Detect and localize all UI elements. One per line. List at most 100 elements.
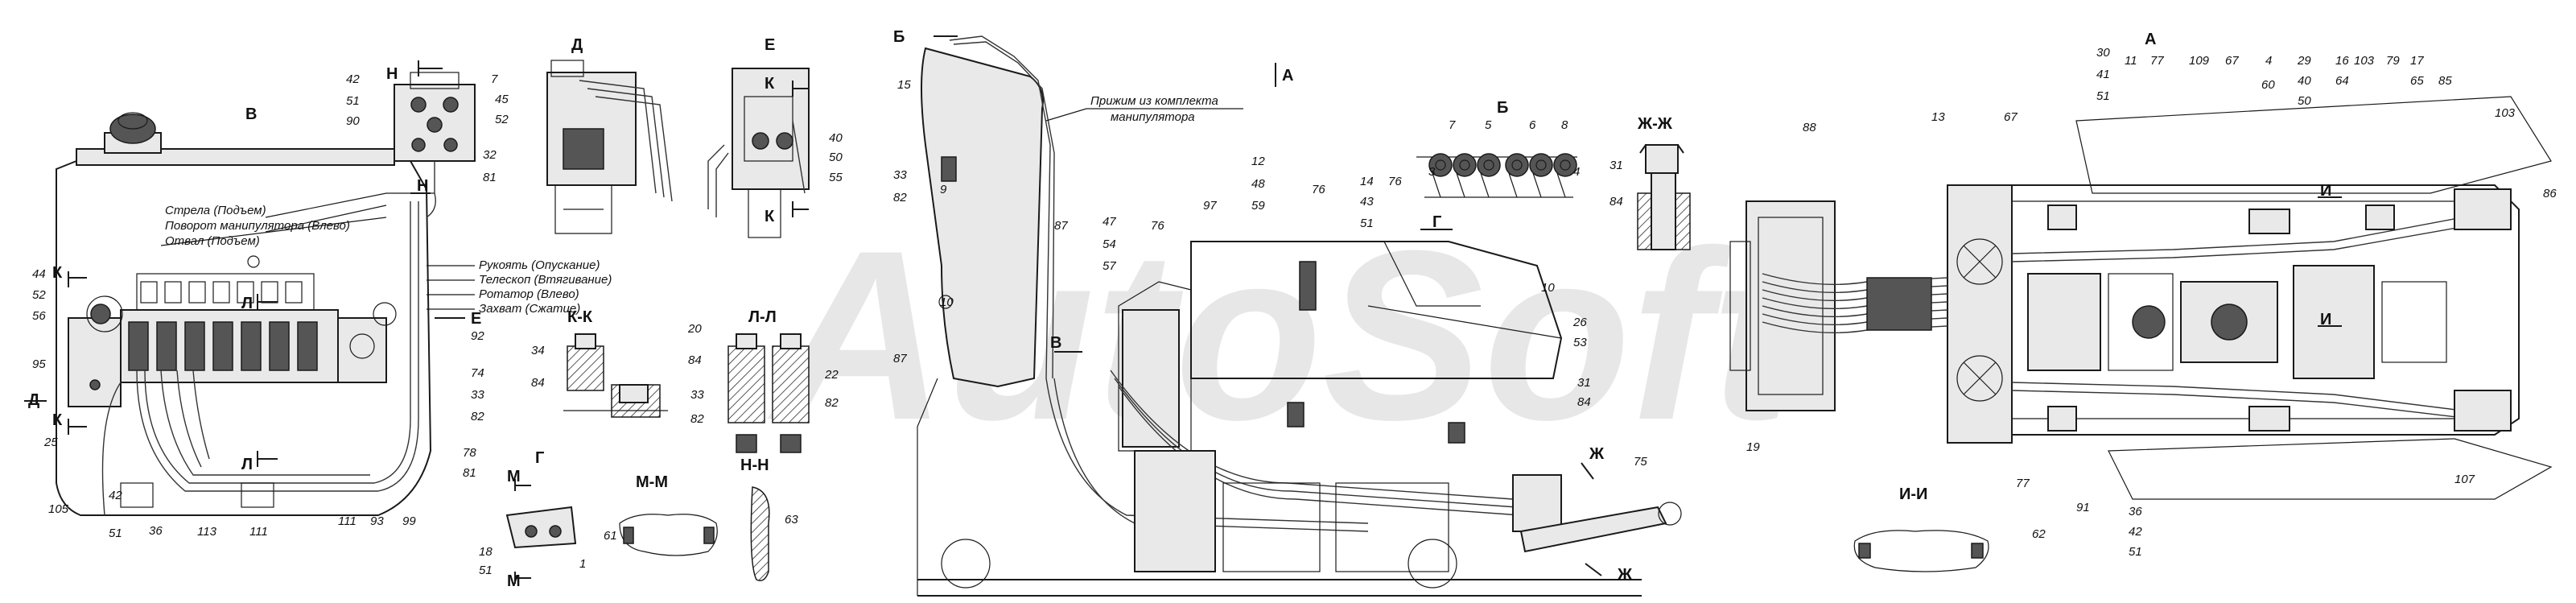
pos-label: 53	[1573, 336, 1587, 349]
pos-label: 30	[2096, 46, 2110, 60]
pos-label: 16	[2335, 54, 2349, 68]
pos-label: 42	[346, 72, 360, 86]
section-arrow-k: К	[52, 264, 63, 282]
pos-label: 87	[1054, 219, 1068, 233]
section-kk-label: К-К	[567, 308, 593, 326]
pos-label: 51	[1360, 217, 1374, 230]
pos-label: 92	[471, 329, 484, 343]
pos-label: 113	[197, 525, 217, 539]
view-arrow-e: Е	[471, 310, 481, 328]
pos-label: 3	[1428, 165, 1436, 179]
pos-label: 25	[43, 436, 58, 449]
section-ii: И-И	[1853, 485, 1989, 572]
pos-label: 60	[2261, 78, 2275, 92]
pos-label: 77	[2150, 54, 2164, 68]
function-label: Телескоп (Втягивание)	[479, 273, 612, 287]
pos-label: 14	[1360, 175, 1374, 188]
pos-label: 77	[2016, 477, 2030, 490]
pos-label: 51	[109, 527, 122, 540]
pos-label: 5	[1485, 118, 1492, 132]
view-g-small-label: Г	[535, 449, 544, 467]
view-e-label: Е	[765, 36, 775, 54]
view-v-top-unit: Н	[386, 60, 476, 218]
pos-label: 12	[1251, 155, 1265, 168]
pos-label: 50	[829, 151, 843, 164]
section-arrow-zh: Ж	[1589, 445, 1605, 463]
function-label: Рукоять (Опускание)	[479, 258, 600, 272]
pos-label: 10	[940, 295, 954, 309]
pos-label: 31	[1577, 376, 1591, 390]
pos-label: 17	[2410, 54, 2424, 68]
view-arrow-a: А	[1282, 67, 1293, 85]
pos-label: 63	[785, 513, 798, 527]
view-arrow-g: Г	[1432, 213, 1441, 231]
pos-label: 40	[2298, 74, 2311, 88]
section-arrow-k: К	[52, 411, 63, 429]
pos-label: 52	[495, 113, 509, 126]
pos-label: 84	[531, 376, 545, 390]
pos-label: 86	[2543, 187, 2557, 200]
pos-label: 31	[1609, 159, 1623, 172]
pos-label: 82	[893, 191, 907, 204]
pos-label: 19	[1746, 440, 1760, 454]
section-arrow-k: К	[765, 208, 775, 225]
view-v: В	[24, 105, 612, 516]
pos-label: 78	[463, 446, 476, 460]
pos-label: 65	[2410, 74, 2424, 88]
section-zhzh: Ж-Ж	[1637, 115, 1691, 250]
pos-label: 48	[1251, 177, 1265, 191]
pos-label: 64	[2335, 74, 2349, 88]
pos-label: 33	[471, 388, 484, 402]
view-v-label: В	[245, 105, 257, 123]
section-mm-label: М-М	[636, 473, 668, 491]
view-a: А	[1729, 31, 2553, 500]
pos-label: 97	[1203, 199, 1217, 213]
view-g-small: Г М М	[505, 449, 577, 590]
pos-label: 88	[1803, 121, 1816, 134]
pos-label: 111	[338, 514, 357, 528]
pos-label: 54	[1103, 237, 1116, 251]
pos-label: 79	[2386, 54, 2400, 68]
pos-label: 7	[1449, 118, 1456, 132]
view-d-label: Д	[571, 36, 583, 54]
pos-label: 51	[479, 564, 493, 577]
view-arrow-d: Д	[28, 391, 39, 409]
pos-label: 90	[346, 114, 360, 128]
pos-label: 103	[2495, 106, 2516, 120]
pos-label: 103	[2354, 54, 2375, 68]
pos-label: 33	[690, 388, 704, 402]
section-kk: К-К	[563, 308, 668, 418]
center-machine-view: Прижим из комплекта манипулятора Б А В Г…	[893, 28, 1682, 597]
pos-label: 55	[829, 171, 843, 184]
pos-label: 47	[1103, 215, 1116, 229]
pos-label: 99	[402, 514, 416, 528]
pos-label: 6	[1529, 118, 1536, 132]
pos-label: 20	[687, 322, 702, 336]
pos-label: 50	[2298, 94, 2311, 108]
section-arrow-zh: Ж	[1617, 566, 1633, 584]
pos-label: 33	[893, 168, 907, 182]
section-ll-label: Л-Л	[748, 308, 777, 326]
pos-label: 105	[48, 502, 69, 516]
view-arrow-b: Б	[893, 28, 905, 46]
pos-label: 85	[2438, 74, 2452, 88]
pos-label: 61	[604, 529, 617, 543]
pos-label: 36	[149, 524, 163, 538]
pos-label: 1	[579, 557, 586, 571]
pos-label: 74	[471, 366, 484, 380]
function-label: Захват (Сжатие)	[479, 302, 580, 316]
pos-label: 76	[1312, 183, 1325, 196]
pos-label: 84	[688, 353, 702, 367]
pos-label: 109	[2189, 54, 2210, 68]
pos-label: 36	[2129, 505, 2142, 518]
section-nn-label: Н-Н	[740, 456, 769, 474]
pos-label: 52	[32, 288, 46, 302]
pos-label: 81	[483, 171, 497, 184]
pos-label: 62	[2032, 527, 2046, 541]
view-a-label: А	[2145, 31, 2156, 48]
pos-label: 67	[2004, 110, 2018, 124]
pos-label: 87	[893, 352, 907, 366]
pos-label: 51	[346, 94, 360, 108]
pos-label: 10	[1541, 281, 1555, 295]
